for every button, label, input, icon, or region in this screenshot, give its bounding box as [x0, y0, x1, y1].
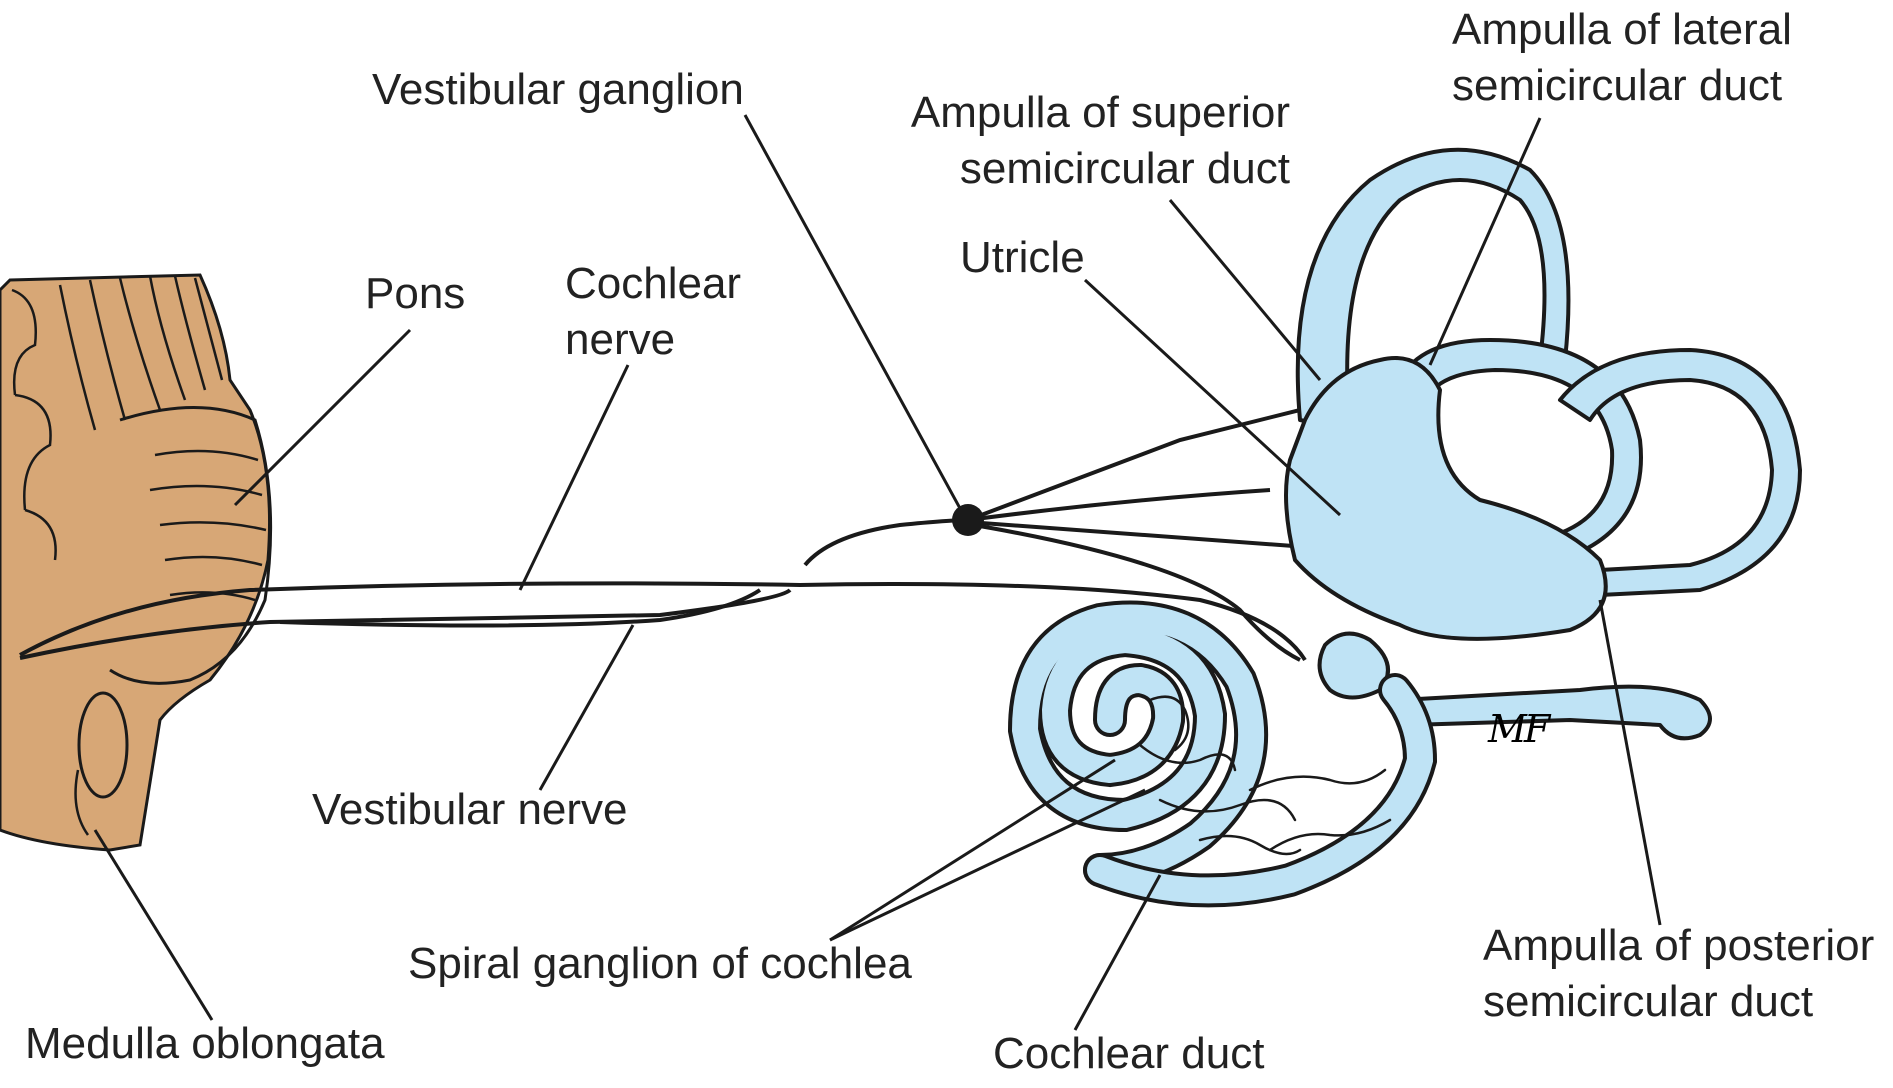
label-cochlear-duct: Cochlear duct: [993, 1026, 1264, 1082]
label-medulla: Medulla oblongata: [25, 1016, 385, 1072]
leader-medulla: [95, 830, 212, 1020]
label-utricle: Utricle: [960, 230, 1085, 286]
vestibular-labyrinth: [1286, 150, 1800, 739]
brainstem-shape: [0, 275, 270, 850]
vestibular-branch: [805, 520, 968, 565]
vestibular-ganglion-dot: [952, 504, 984, 536]
leader-cochlear-duct: [1075, 875, 1160, 1030]
leader-spiral-ganglion-a: [830, 760, 1115, 940]
label-vestibular-ganglion: Vestibular ganglion: [372, 62, 744, 118]
label-ampulla-lateral: Ampulla of lateral semicircular duct: [1452, 2, 1792, 114]
label-cochlear-nerve: Cochlear nerve: [565, 256, 741, 368]
label-ampulla-superior: Ampulla of superior semicircular duct: [880, 85, 1290, 197]
leader-ampulla-superior: [1170, 200, 1320, 380]
label-vestibular-nerve: Vestibular nerve: [312, 782, 628, 838]
leader-cochlear-nerve: [520, 365, 628, 590]
saccule: [1320, 634, 1388, 698]
label-ampulla-posterior: Ampulla of posterior semicircular duct: [1483, 918, 1874, 1030]
utricle-body: [1286, 358, 1606, 639]
endolymphatic-duct: [1400, 687, 1710, 739]
label-pons: Pons: [365, 266, 465, 322]
leader-pons: [235, 330, 410, 505]
brainstem: [0, 275, 271, 850]
leader-vestibular-nerve: [540, 625, 633, 790]
artist-signature: MF: [1487, 707, 1552, 751]
label-spiral-ganglion: Spiral ganglion of cochlea: [408, 936, 912, 992]
leader-ampulla-posterior: [1600, 600, 1660, 925]
